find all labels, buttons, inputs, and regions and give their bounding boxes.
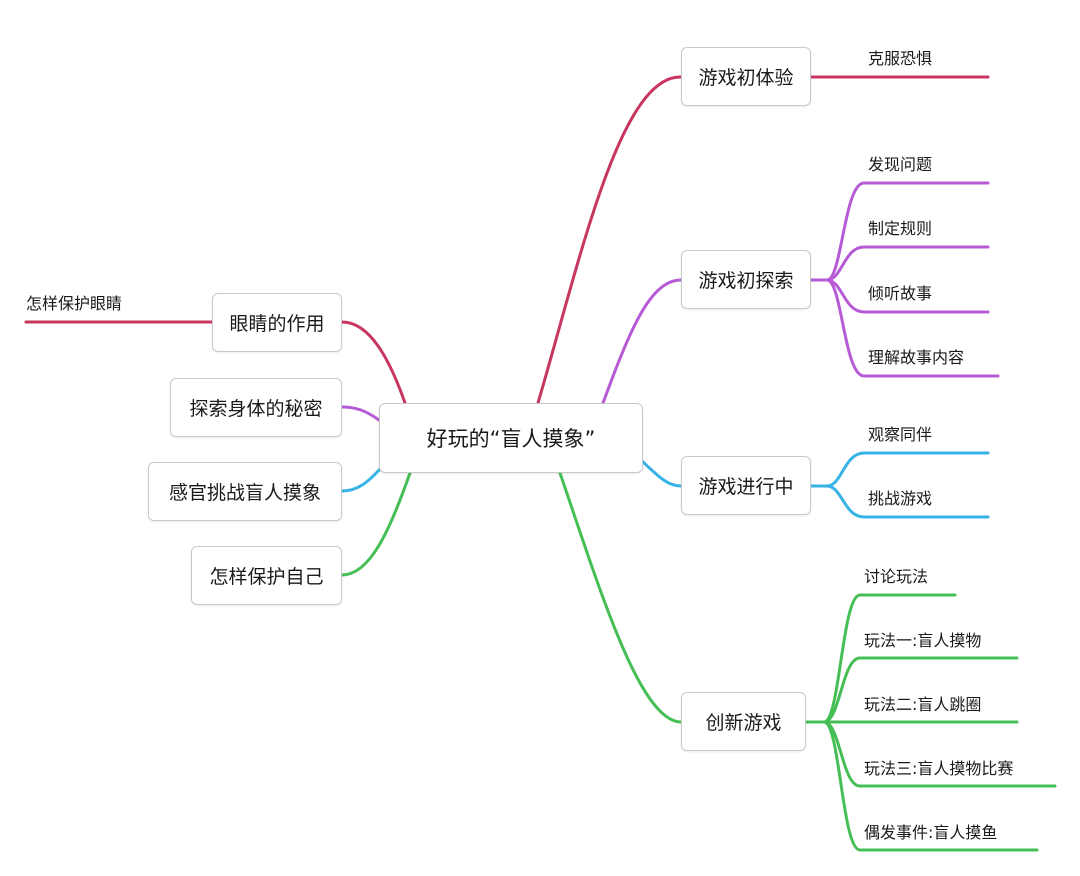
- branch-in-progress[interactable]: 游戏进行中: [681, 456, 811, 515]
- connector-innovative-game-to-discuss-play: [822, 593, 957, 724]
- connector-first-exploration-to-understand-story: [825, 278, 1000, 378]
- leaf-overcome-fear[interactable]: 克服恐惧: [868, 49, 933, 68]
- leaf-play-two[interactable]: 玩法二:盲人跳圈: [864, 695, 982, 714]
- connector-innovative-game-to-play-one: [822, 656, 1019, 724]
- branch-self-protection[interactable]: 怎样保护自己: [191, 546, 342, 605]
- connector-first-exploration-to-make-rules: [825, 245, 990, 282]
- leaf-protect-eyes[interactable]: 怎样保护眼睛: [26, 294, 123, 313]
- branch-first-exploration[interactable]: 游戏初探索: [681, 250, 811, 309]
- leaf-understand-story[interactable]: 理解故事内容: [868, 348, 965, 367]
- connector-center-to-eye-function: [340, 320, 407, 405]
- leaf-discuss-play[interactable]: 讨论玩法: [864, 567, 929, 586]
- leaf-listen-story[interactable]: 倾听故事: [868, 284, 933, 303]
- connector-in-progress-to-observe-peers: [825, 451, 990, 488]
- branch-innovative-game[interactable]: 创新游戏: [681, 692, 806, 751]
- connector-innovative-game-to-incident: [822, 720, 1039, 852]
- leaf-play-three[interactable]: 玩法三:盲人摸物比赛: [864, 759, 1014, 778]
- connector-center-to-innovative-game: [558, 471, 683, 724]
- leaf-observe-peers[interactable]: 观察同伴: [868, 425, 933, 444]
- connector-center-to-in-progress: [641, 460, 683, 488]
- leaf-challenge-game[interactable]: 挑战游戏: [868, 489, 933, 508]
- branch-body-secrets[interactable]: 探索身体的秘密: [170, 378, 342, 437]
- connector-center-to-body-secrets: [340, 405, 381, 422]
- connector-first-exploration-to-find-problem: [825, 181, 990, 282]
- connector-center-to-first-experience: [536, 75, 683, 405]
- branch-first-experience[interactable]: 游戏初体验: [681, 47, 811, 106]
- connector-center-to-self-protection: [340, 471, 412, 577]
- branch-eye-function[interactable]: 眼睛的作用: [212, 293, 342, 352]
- connector-center-to-first-exploration: [601, 278, 683, 405]
- branch-sense-challenge[interactable]: 感官挑战盲人摸象: [148, 462, 342, 521]
- leaf-make-rules[interactable]: 制定规则: [868, 219, 933, 238]
- leaf-incident[interactable]: 偶发事件:盲人摸鱼: [864, 823, 998, 842]
- connector-in-progress-to-challenge-game: [825, 484, 990, 519]
- leaf-play-one[interactable]: 玩法一:盲人摸物: [864, 631, 982, 650]
- leaf-find-problem[interactable]: 发现问题: [868, 155, 933, 174]
- connector-center-to-sense-challenge: [340, 466, 383, 493]
- central-topic[interactable]: 好玩的“盲人摸象”: [379, 403, 643, 473]
